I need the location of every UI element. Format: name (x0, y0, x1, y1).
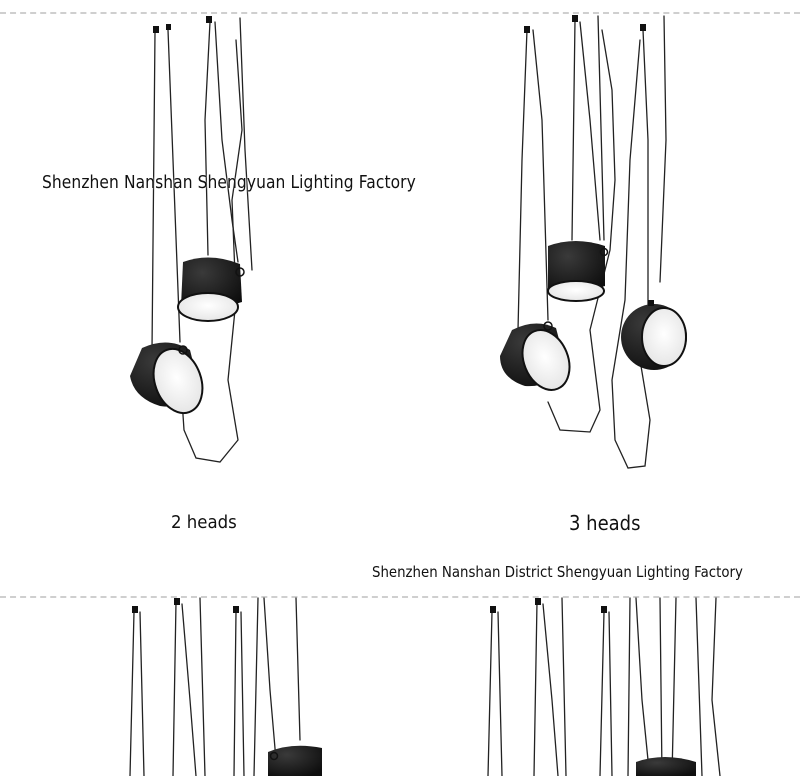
top-divider (0, 12, 800, 14)
lamp-head-1 (177, 257, 245, 322)
ceiling-hooks-bottom-right (490, 598, 607, 613)
lamp-head-3 (547, 241, 609, 302)
lamp-head-2 (130, 342, 204, 414)
lamp-head-6 (268, 745, 322, 776)
lamp-head-5 (621, 300, 687, 370)
three-head-pendant (517, 15, 667, 469)
two-head-pendant (151, 17, 253, 463)
watermark-top: Shenzhen Nanshan Shengyuan Lighting Fact… (42, 172, 416, 193)
ceiling-hooks-left (153, 16, 212, 33)
five-head-pendant-partial (487, 597, 721, 776)
ceiling-hooks-bottom-left (132, 598, 239, 613)
lamp-head-7 (636, 757, 696, 776)
lamp-head-4 (500, 321, 571, 391)
caption-three-heads: 3 heads (569, 511, 641, 535)
middle-divider (0, 596, 800, 598)
watermark-bottom: Shenzhen Nanshan District Shengyuan Ligh… (372, 563, 743, 581)
four-head-pendant-partial (129, 597, 301, 776)
caption-two-heads: 2 heads (171, 512, 237, 533)
ceiling-hooks-right (524, 15, 646, 33)
